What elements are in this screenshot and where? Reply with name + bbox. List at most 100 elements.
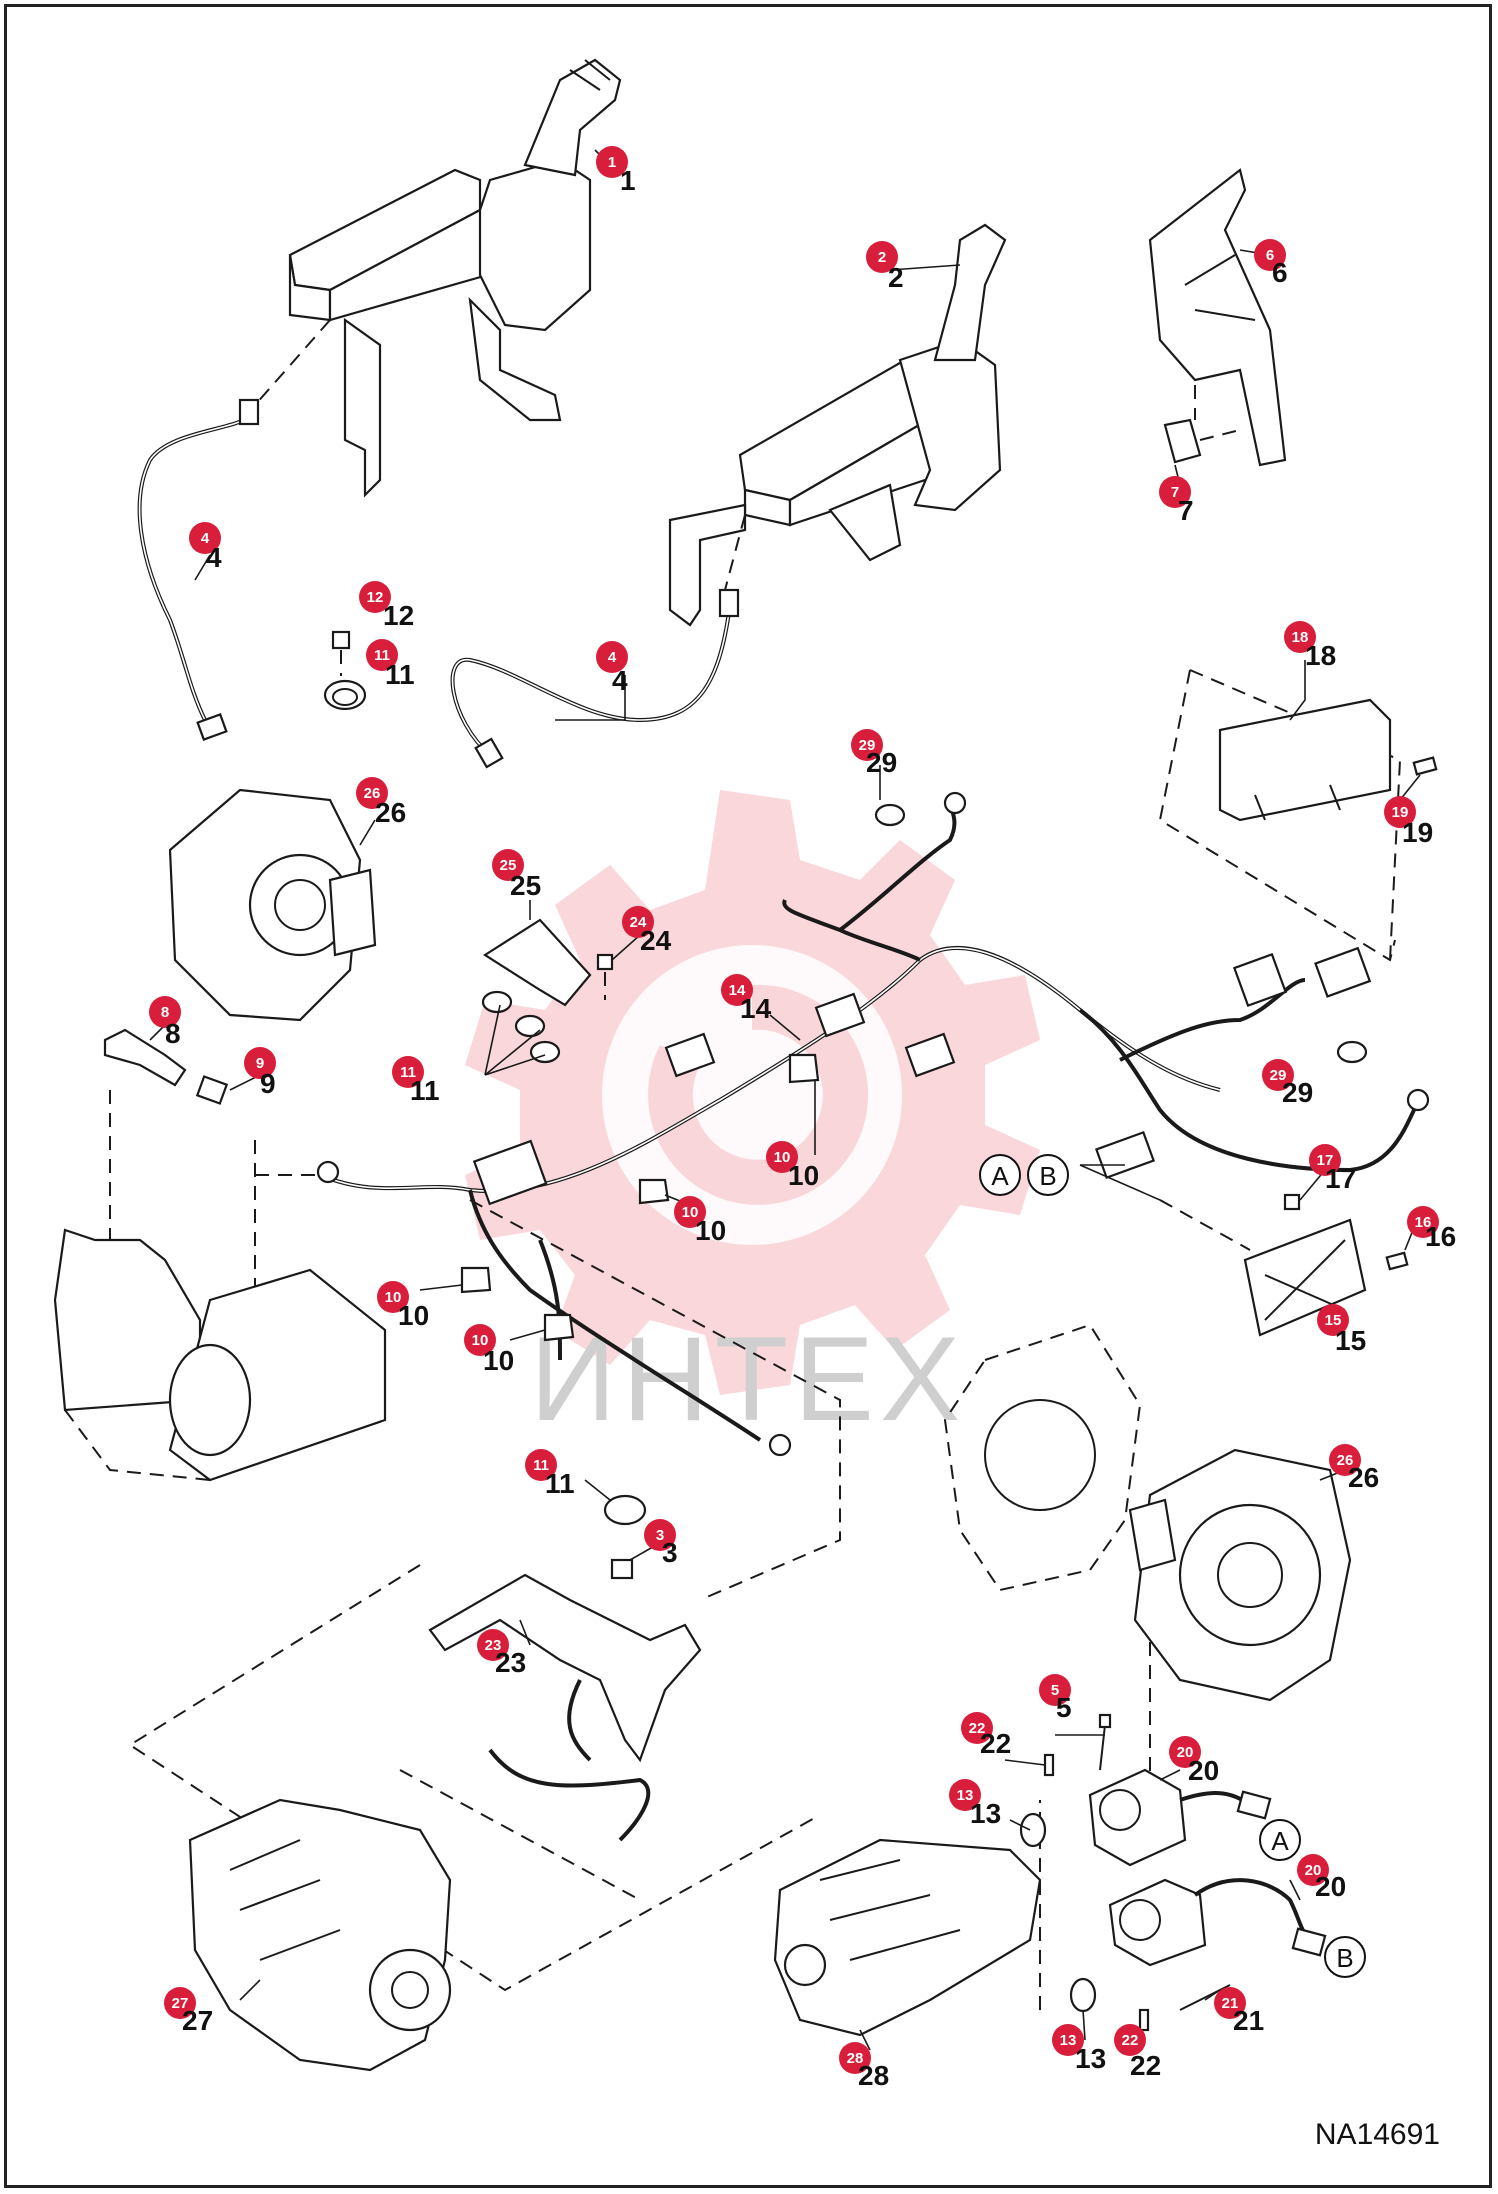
gasket-plate: [943, 1323, 1142, 1592]
main-wire-harness-part-14: [316, 791, 1430, 1457]
solenoid-part-20-bottom: [1108, 1878, 1327, 1967]
mount-plate-part-15: [1159, 1199, 1367, 1337]
watermark-text: ИНТЕХ: [530, 1312, 966, 1446]
svg-text:26: 26: [1348, 1462, 1379, 1493]
svg-text:24: 24: [640, 925, 672, 956]
svg-text:27: 27: [172, 1995, 189, 2012]
hydraulic-pump-part-27: [188, 1798, 452, 2072]
connector-letter-a-1: A: [979, 1154, 1021, 1196]
svg-text:28: 28: [847, 2050, 864, 2067]
switch-part-7: [1163, 418, 1241, 464]
svg-text:9: 9: [260, 1068, 276, 1099]
svg-text:22: 22: [1122, 2032, 1139, 2049]
svg-text:19: 19: [1402, 817, 1433, 848]
harness-part-23: [428, 1573, 702, 1842]
svg-text:10: 10: [682, 1204, 699, 1221]
callout-7: 77: [1159, 476, 1194, 526]
svg-text:14: 14: [740, 993, 772, 1024]
svg-text:10: 10: [472, 1332, 489, 1349]
svg-text:B: B: [1336, 1943, 1353, 1973]
clamp-part-10-d: [543, 1313, 575, 1342]
hydraulic-pump-part-28: [773, 1838, 1042, 2037]
side-panel-part-6: [1148, 168, 1287, 467]
svg-text:13: 13: [1060, 2032, 1077, 2049]
leader-lines: [149, 149, 1421, 2051]
svg-text:5: 5: [1056, 1692, 1072, 1723]
svg-text:29: 29: [859, 737, 876, 754]
svg-text:8: 8: [165, 1018, 181, 1049]
svg-text:11: 11: [385, 659, 415, 690]
svg-text:6: 6: [1272, 257, 1288, 288]
svg-text:18: 18: [1292, 629, 1309, 646]
svg-text:23: 23: [495, 1647, 526, 1678]
svg-text:11: 11: [410, 1075, 440, 1106]
svg-text:22: 22: [1130, 2050, 1161, 2081]
svg-text:B: B: [1039, 1161, 1056, 1191]
svg-text:A: A: [1271, 1826, 1289, 1856]
svg-text:21: 21: [1233, 2005, 1264, 2036]
svg-text:26: 26: [364, 785, 381, 802]
svg-text:27: 27: [182, 2005, 213, 2036]
svg-text:15: 15: [1335, 1325, 1366, 1356]
svg-text:21: 21: [1222, 1995, 1239, 2012]
svg-text:20: 20: [1177, 1744, 1194, 1761]
svg-text:29: 29: [1282, 1077, 1313, 1108]
svg-text:1: 1: [608, 154, 616, 171]
svg-text:16: 16: [1415, 1214, 1432, 1231]
svg-text:17: 17: [1325, 1163, 1356, 1194]
bolt-part-16: [1385, 1251, 1409, 1271]
callout-8: 88: [149, 996, 181, 1049]
clamp-part-10-b: [638, 1178, 670, 1205]
clamp-part-11-bottom: [603, 1494, 647, 1526]
pin-part-22-top: [1043, 1753, 1055, 1777]
connector-letter-b-1: B: [1027, 1154, 1069, 1196]
svg-text:22: 22: [969, 1720, 986, 1737]
svg-text:2: 2: [888, 262, 904, 293]
svg-text:25: 25: [510, 870, 541, 901]
connector-part-9: [195, 1075, 229, 1105]
o-ring-part-13-bottom: [1069, 1977, 1097, 2013]
svg-text:28: 28: [858, 2060, 889, 2091]
callout-9: 99: [244, 1047, 276, 1099]
svg-text:4: 4: [612, 665, 628, 696]
svg-text:9: 9: [256, 1055, 264, 1072]
bolt-part-21: [1179, 1984, 1231, 2011]
solenoid-part-20-top: [1088, 1768, 1272, 1867]
svg-text:11: 11: [374, 647, 390, 664]
callout-2: 22: [866, 241, 904, 293]
svg-text:13: 13: [970, 1798, 1001, 1829]
callout-4-left: 44: [189, 522, 222, 573]
svg-text:3: 3: [656, 1527, 664, 1544]
clamp-part-11-top: [323, 679, 367, 711]
nut-part-17: [1283, 1193, 1301, 1211]
svg-text:26: 26: [375, 797, 406, 828]
clamp-part-10-a: [788, 1053, 820, 1084]
svg-text:17: 17: [1317, 1152, 1334, 1169]
pin-part-22-bottom: [1138, 2008, 1150, 2032]
svg-text:11: 11: [400, 1064, 416, 1081]
clamp-part-29-top: [874, 803, 906, 827]
svg-text:4: 4: [608, 649, 617, 666]
callout-3: 33: [644, 1519, 678, 1568]
svg-text:20: 20: [1305, 1862, 1322, 1879]
svg-text:20: 20: [1188, 1755, 1219, 1786]
svg-text:15: 15: [1325, 1312, 1342, 1329]
svg-text:10: 10: [385, 1289, 402, 1306]
svg-text:22: 22: [980, 1728, 1011, 1759]
clamp-part-11-middle: [481, 990, 561, 1064]
svg-text:23: 23: [485, 1637, 502, 1654]
joystick-controller-left: [288, 58, 622, 498]
nut-part-3: [610, 1558, 634, 1580]
svg-text:10: 10: [483, 1345, 514, 1376]
